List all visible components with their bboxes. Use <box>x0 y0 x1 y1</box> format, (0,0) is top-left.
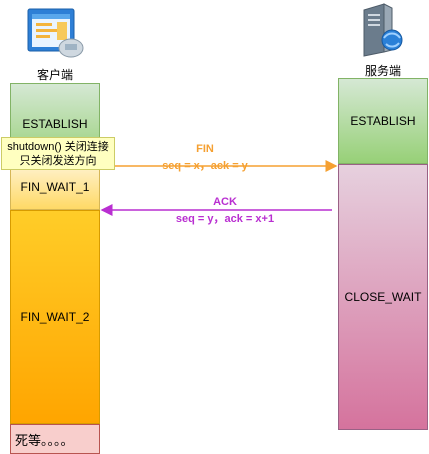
ack-detail: seq = y，ack = x+1 <box>175 213 275 225</box>
note-line-2: 只关闭发送方向 <box>19 154 97 167</box>
server-label: 服务端 <box>364 64 401 78</box>
note-line-1: shutdown() 关闭连接 <box>7 140 109 153</box>
client-fin-wait-2-state: FIN_WAIT_2 <box>10 210 100 424</box>
server-icon <box>363 3 403 57</box>
client-fin-wait-1-state: FIN_WAIT_1 <box>10 164 100 210</box>
server-establish-state: ESTABLISH <box>338 78 428 164</box>
ack-label: ACK <box>213 196 237 208</box>
client-computer-icon <box>27 8 84 58</box>
client-label: 客户端 <box>36 68 73 82</box>
fin-label: FIN <box>196 143 214 155</box>
fin-detail: seq = x，ack = y <box>162 160 248 172</box>
server-close-wait-state: CLOSE_WAIT <box>338 164 428 430</box>
shutdown-note: shutdown() 关闭连接 只关闭发送方向 <box>1 137 115 170</box>
